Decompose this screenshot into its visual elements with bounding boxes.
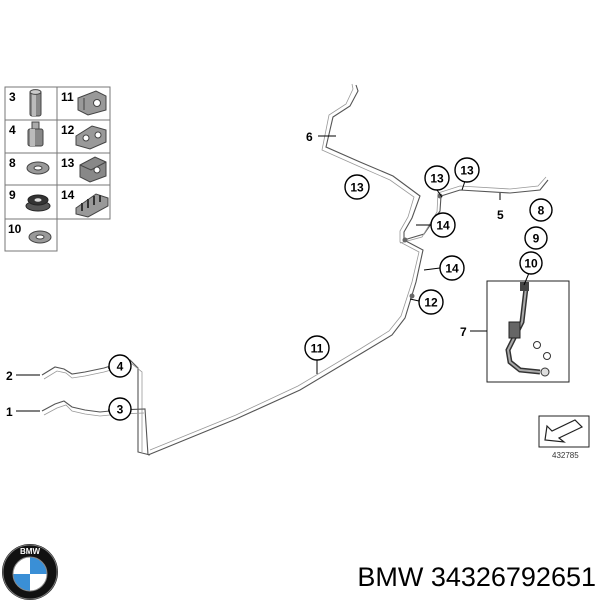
callout-bubble: 8 <box>529 198 553 222</box>
legend-num: 9 <box>9 188 16 202</box>
parts-legend: 3 11 4 12 8 <box>4 86 111 252</box>
svg-text:14: 14 <box>436 219 450 233</box>
callout-bubble: 9 <box>524 226 548 250</box>
union-nut-icon <box>27 121 44 147</box>
svg-text:11: 11 <box>311 342 324 356</box>
bracket-clip-icon <box>79 156 107 183</box>
callout-bubble: 12 <box>418 289 444 315</box>
callout-bubble: 4 <box>108 354 132 378</box>
svg-text:14: 14 <box>445 262 459 276</box>
svg-text:13: 13 <box>430 172 444 186</box>
double-clip-icon <box>75 125 107 150</box>
callout-label: 2 <box>6 369 13 383</box>
part-number-caption: BMW 34326792651 <box>357 562 596 592</box>
bmw-logo-letters: BMW <box>20 547 40 556</box>
callout-bubble: 13 <box>344 174 370 200</box>
callout-bubble: 13 <box>454 157 480 183</box>
grommet-icon <box>25 194 51 212</box>
callout-label: 6 <box>306 130 313 144</box>
legend-num: 11 <box>61 90 74 104</box>
legend-num: 4 <box>9 123 16 137</box>
callout-bubble: 14 <box>430 212 456 238</box>
callouts: 2 1 6 5 7 4 3 13 13 13 14 1 <box>6 130 553 421</box>
brake-pipes <box>41 83 549 456</box>
flat-washer-icon <box>28 230 52 244</box>
svg-text:12: 12 <box>424 296 438 310</box>
pipe-clip-icon <box>77 90 107 116</box>
callout-bubble: 13 <box>424 165 450 191</box>
legend-num: 14 <box>61 188 75 202</box>
multi-clip-icon <box>75 193 109 218</box>
callout-label: 1 <box>6 405 13 419</box>
svg-text:10: 10 <box>524 257 538 271</box>
brake-hose-detail <box>486 280 570 383</box>
washer-icon <box>26 161 50 175</box>
legend-num: 13 <box>61 156 75 170</box>
svg-text:3: 3 <box>117 403 124 417</box>
legend-num: 3 <box>9 90 16 104</box>
legend-num: 8 <box>9 156 16 170</box>
diagram-id: 432785 <box>552 451 579 460</box>
svg-text:9: 9 <box>533 232 540 246</box>
legend-num: 10 <box>8 222 22 236</box>
svg-text:13: 13 <box>350 181 364 195</box>
svg-text:4: 4 <box>117 360 124 374</box>
svg-text:13: 13 <box>460 164 474 178</box>
svg-text:8: 8 <box>538 204 545 218</box>
legend-num: 12 <box>61 123 75 137</box>
callout-bubble: 10 <box>519 251 543 275</box>
sleeve-nut-icon <box>29 89 42 117</box>
callout-label: 5 <box>497 208 504 222</box>
callout-bubble: 14 <box>439 255 465 281</box>
callout-bubble: 3 <box>108 397 132 421</box>
callout-bubble: 11 <box>304 335 330 361</box>
bmw-roundel-icon: BMW <box>2 544 58 600</box>
direction-indicator: 432785 <box>538 415 590 460</box>
callout-label: 7 <box>460 325 467 339</box>
